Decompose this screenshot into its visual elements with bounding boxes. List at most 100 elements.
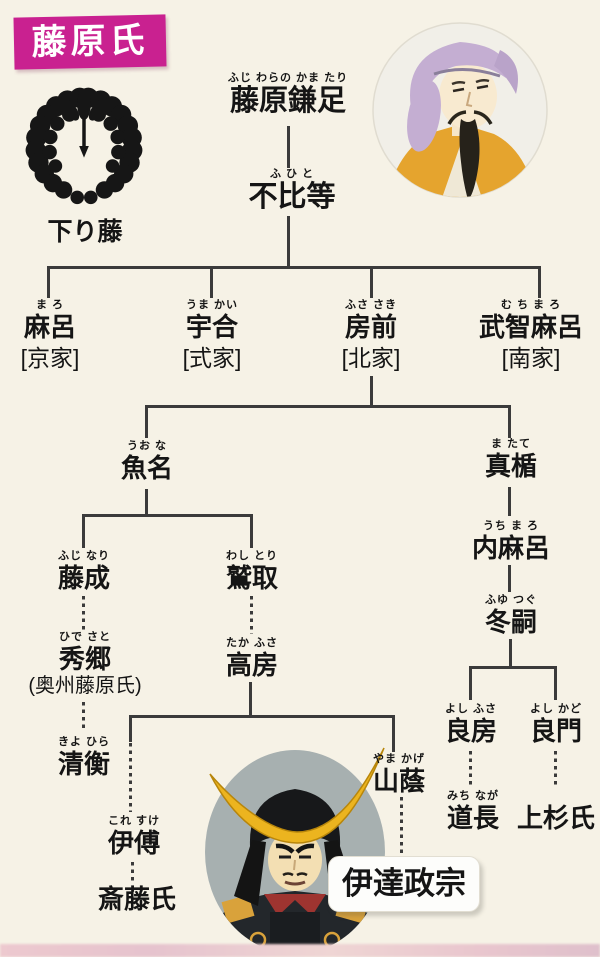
person-matate: ま たて 真楯 (461, 438, 561, 481)
name-kiyohira: 清衡 (57, 749, 110, 779)
name-fusasaki: 房前 (344, 312, 397, 342)
name-maro: 麻呂 (23, 312, 76, 342)
connector-stub-fujinari (82, 514, 85, 548)
furigana-michinaga: みち なが (446, 790, 500, 802)
house-muchimaro: [南家] (501, 345, 561, 371)
person-saito-clan: 斎藤氏 (67, 884, 207, 914)
connector-fusasaki-down (370, 376, 373, 407)
furigana-muchimaro: む ち ま ろ (500, 299, 562, 311)
person-hidesato: ひで さと 秀郷 (奥州藤原氏) (5, 631, 165, 699)
masamune-name-plate: 伊達政宗 (328, 856, 480, 912)
furigana-fujinari: ふじ なり (57, 550, 111, 562)
connector-kamatari-fuhito (287, 126, 290, 168)
name-kamatari: 藤原鎌足 (229, 85, 346, 117)
person-umakai: うま かい 宇合 [式家] (166, 299, 258, 372)
clan-title-label: 藤原氏 (13, 14, 167, 70)
connector-stub-fusasaki (370, 266, 373, 298)
furigana-uchimaro: うち ま ろ (482, 520, 540, 532)
connector-yoshifusa-michinaga-dotted (469, 751, 472, 788)
connector-hidesato-kiyohira-dotted (82, 702, 85, 732)
person-takafusa: たか ふさ 高房 (202, 637, 302, 680)
person-yoshikado: よし かど 良門 (511, 703, 600, 746)
name-saito-clan: 斎藤氏 (97, 884, 176, 914)
person-fuyutsugu: ふゆ つぐ 冬嗣 (461, 594, 561, 637)
person-washitori: わし とり 鷲取 (202, 550, 302, 593)
name-yamakage: 山蔭 (372, 766, 425, 796)
crest-caption: 下り藤 (47, 218, 123, 246)
name-matate: 真楯 (484, 451, 537, 481)
connector-fuyutsugu-down (509, 639, 512, 668)
connector-stub-maro (47, 266, 50, 298)
connector-uona-down (145, 489, 148, 516)
crescent-moon-crest (209, 747, 385, 844)
connector-matate-uchimaro (508, 487, 511, 516)
house-maro: [京家] (20, 345, 80, 371)
person-kamatari: ふじ わらの かま たり 藤原鎌足 (198, 72, 378, 118)
connector-stub-koresuke (129, 715, 132, 742)
connector-takafusa-children-rail (129, 715, 395, 718)
name-fuyutsugu: 冬嗣 (484, 607, 537, 637)
connector-takafusa-down (249, 682, 252, 717)
name-koresuke: 伊傅 (107, 828, 160, 858)
connector-stub-umakai (210, 266, 213, 298)
connector-stub-yoshifusa (469, 666, 472, 700)
furigana-umakai: うま かい (185, 299, 239, 311)
name-washitori: 鷲取 (225, 563, 278, 593)
person-fujinari: ふじ なり 藤成 (34, 550, 134, 593)
connector-stub-yoshikado (554, 666, 557, 700)
furigana-takafusa: たか ふさ (225, 637, 279, 649)
person-fuhito: ふ ひ と 不比等 (212, 168, 372, 214)
furigana-yoshikado: よし かど (529, 703, 583, 715)
connector-uona-children-rail (82, 514, 253, 517)
connector-fuhito-down (287, 216, 290, 268)
furigana-koresuke: これ すけ (107, 815, 161, 827)
name-yoshifusa: 良房 (444, 716, 497, 746)
connector-generation2-rail (47, 266, 541, 269)
furigana-hidesato: ひで さと (58, 631, 112, 643)
furigana-uona: うお な (126, 440, 168, 452)
connector-fujinari-hidesato-dotted (82, 596, 85, 630)
connector-stub-uona (145, 405, 148, 438)
person-uesugi-clan: 上杉氏 (501, 803, 600, 833)
house-umakai: [式家] (182, 345, 242, 371)
person-uona: うお な 魚名 (97, 440, 197, 483)
kamatari-portrait (372, 22, 548, 198)
name-uchimaro: 内麻呂 (471, 533, 550, 563)
person-muchimaro: む ち ま ろ 武智麻呂 [南家] (473, 299, 589, 372)
person-koresuke: これ すけ 伊傅 (84, 815, 184, 858)
person-kiyohira: きよ ひら 清衡 (34, 736, 134, 779)
name-michinaga: 道長 (446, 803, 499, 833)
furigana-kamatari: ふじ わらの かま たり (227, 72, 349, 84)
connector-koresuke-dotted (129, 743, 132, 812)
connector-uchimaro-fuyutsugu (508, 565, 511, 592)
person-michinaga: みち なが 道長 (428, 790, 518, 833)
person-fusasaki: ふさ さき 房前 [北家] (325, 299, 417, 372)
note-hidesato: (奥州藤原氏) (28, 675, 142, 697)
name-takafusa: 高房 (225, 650, 278, 680)
name-fuhito: 不比等 (248, 181, 336, 213)
house-fusasaki: [北家] (341, 345, 401, 371)
connector-washitori-takafusa-dotted (250, 596, 253, 634)
connector-koresuke-saito-dotted (131, 862, 134, 882)
furigana-yoshifusa: よし ふさ (444, 703, 498, 715)
furigana-maro: ま ろ (35, 299, 65, 311)
wisteria-crest-icon (22, 84, 146, 210)
connector-yamakage-masamune-dotted (400, 797, 403, 853)
person-maro: ま ろ 麻呂 [京家] (4, 299, 96, 372)
connector-stub-washitori (250, 514, 253, 548)
furigana-matate: ま たて (490, 438, 532, 450)
person-yoshifusa: よし ふさ 良房 (426, 703, 516, 746)
furigana-yamakage: やま かげ (372, 753, 426, 765)
name-hidesato: 秀郷 (58, 644, 111, 674)
connector-fuyutsugu-children-rail (469, 666, 557, 669)
person-yamakage: やま かげ 山蔭 (349, 753, 449, 796)
furigana-kiyohira: きよ ひら (57, 736, 111, 748)
connector-yoshikado-uesugi-dotted (554, 751, 557, 788)
name-yoshikado: 良門 (529, 716, 582, 746)
furigana-fuyutsugu: ふゆ つぐ (484, 594, 538, 606)
name-fujinari: 藤成 (57, 563, 110, 593)
name-muchimaro: 武智麻呂 (478, 312, 583, 342)
page-edge-strip (0, 944, 600, 957)
furigana-fuhito: ふ ひ と (269, 168, 315, 180)
person-uchimaro: うち ま ろ 内麻呂 (451, 520, 571, 563)
